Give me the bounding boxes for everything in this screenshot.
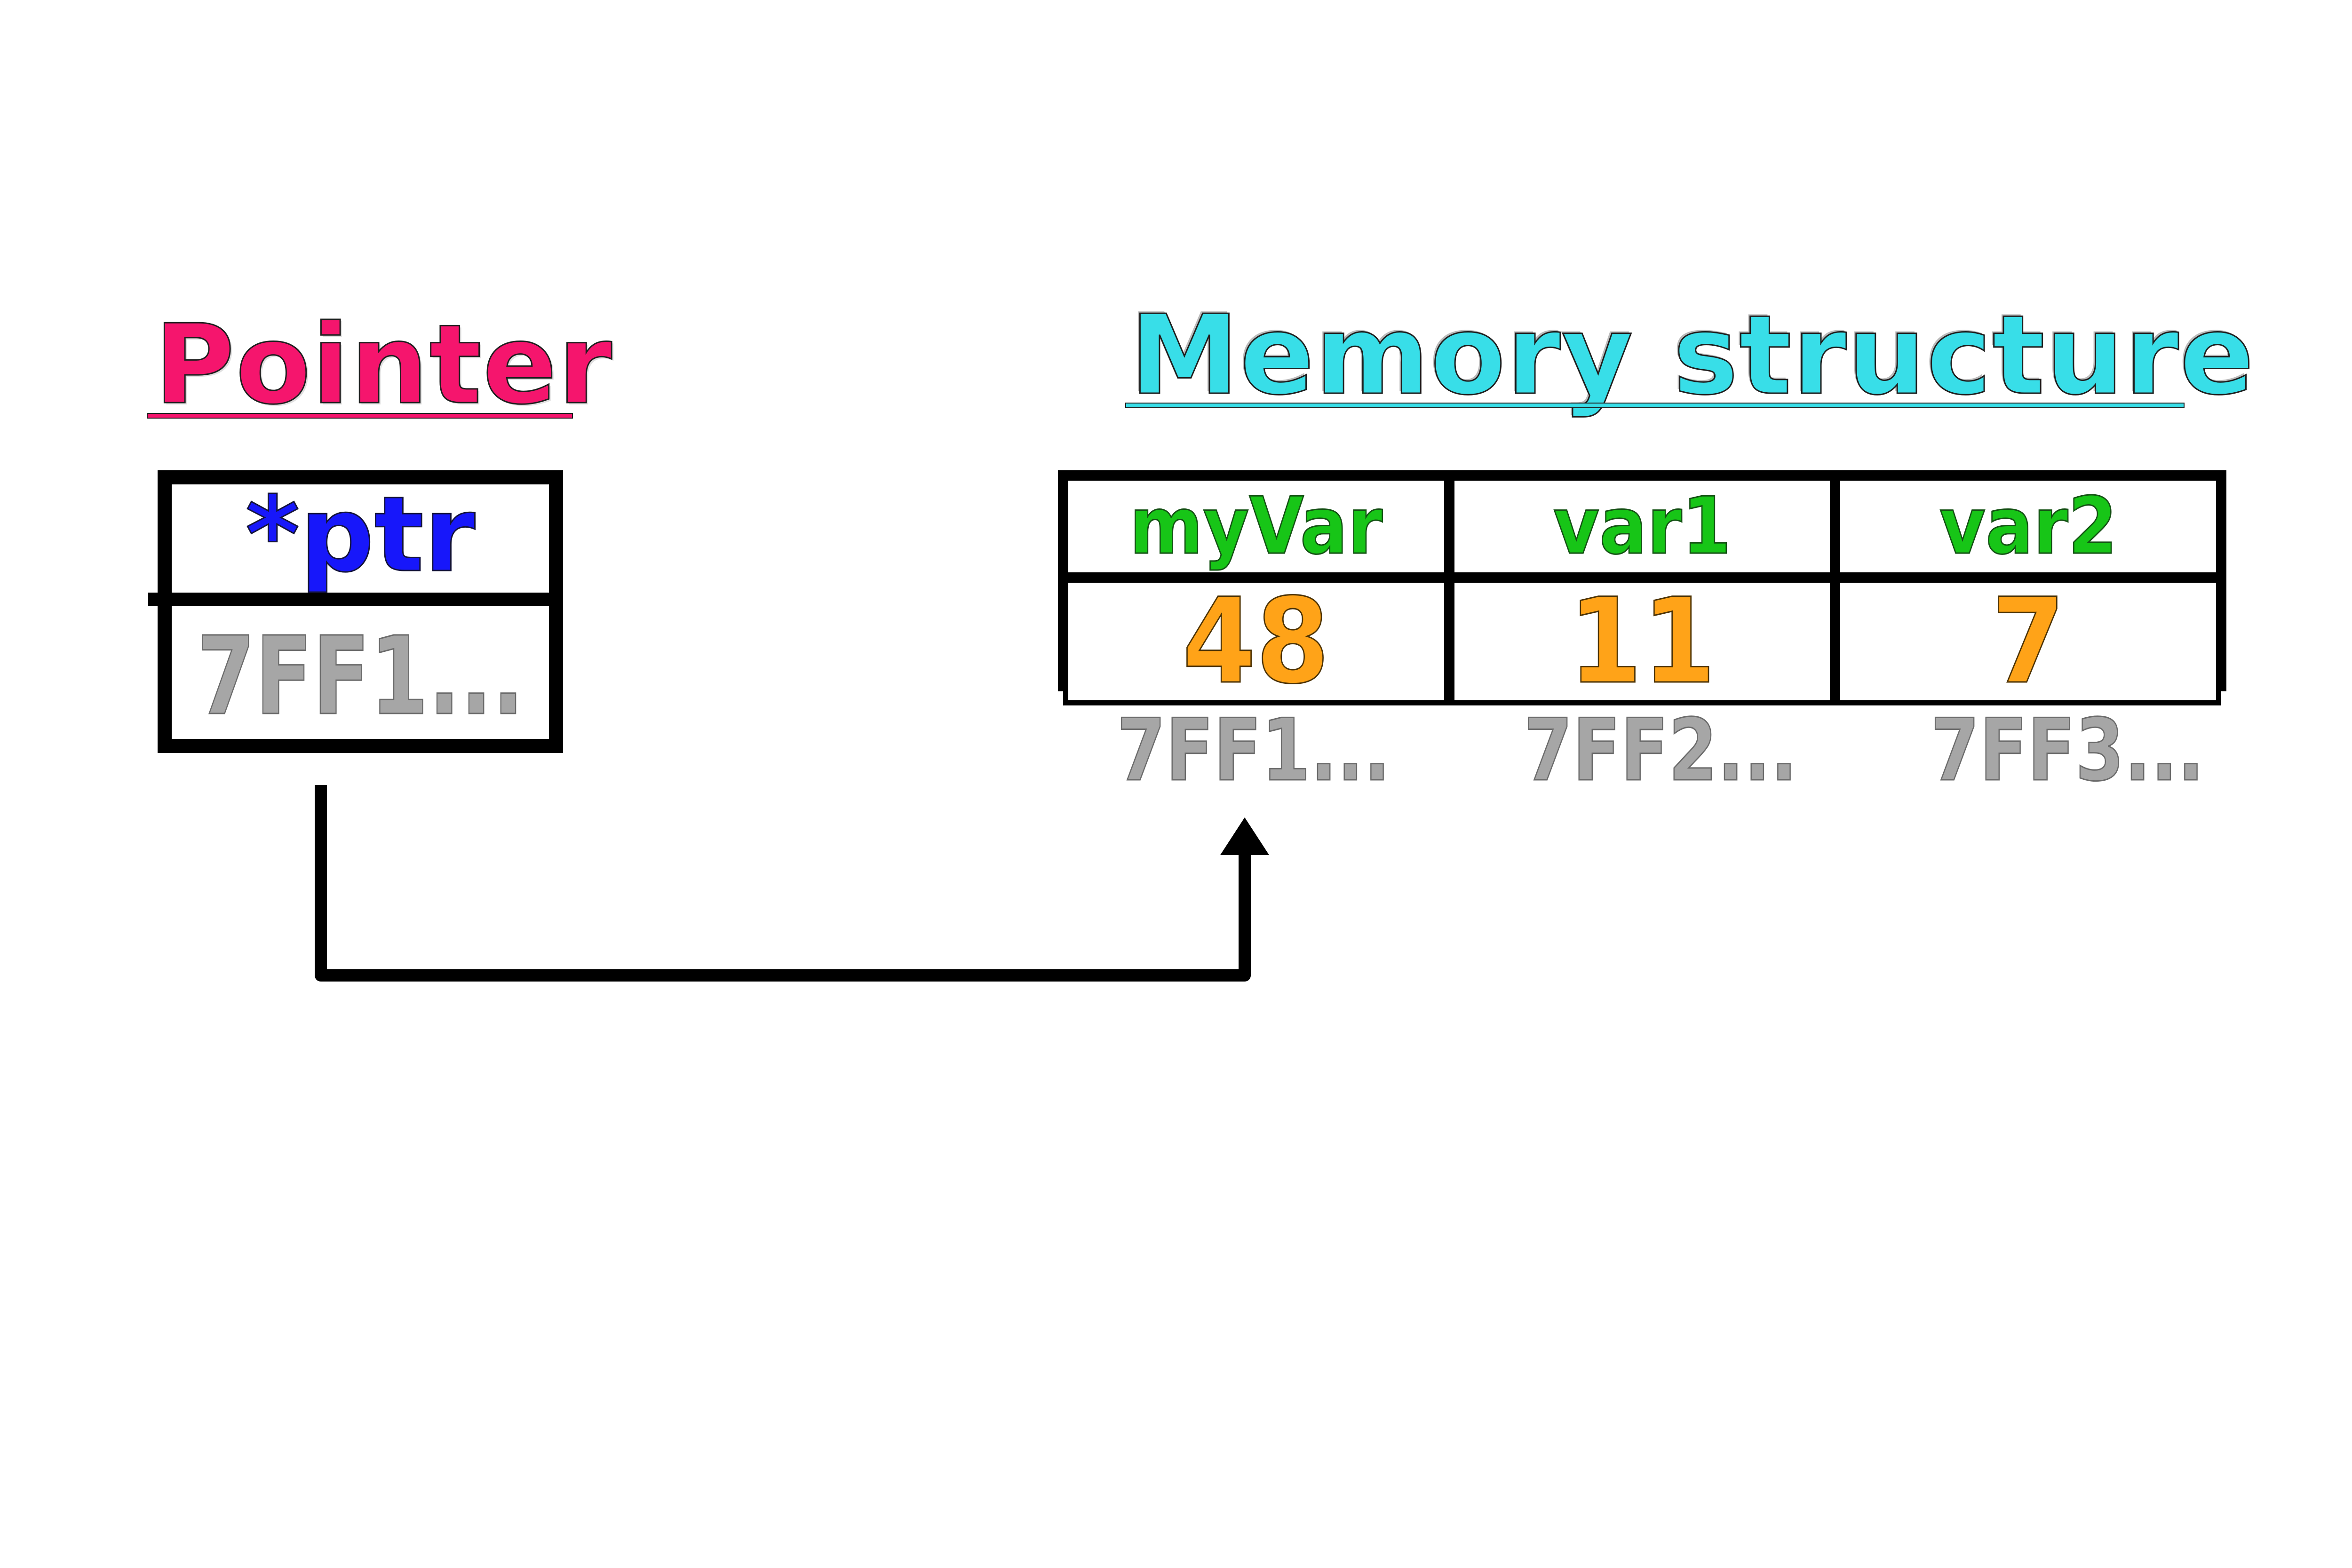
memory-structure-title-underline xyxy=(1125,403,2185,408)
pointer-title: Pointer xyxy=(154,301,613,428)
memory-table: myVar var1 var2 48 11 7 xyxy=(1058,470,2226,705)
pointer-arrowhead-icon xyxy=(1220,817,1269,855)
pointer-value-label: 7FF1... xyxy=(196,614,525,739)
memory-header-label: myVar xyxy=(1129,481,1383,572)
pointer-box: *ptr 7FF1... xyxy=(148,470,563,753)
pointer-box-divider xyxy=(148,593,549,606)
pointer-name-label: *ptr xyxy=(245,474,476,595)
memory-header-label: var2 xyxy=(1939,481,2118,572)
memory-header-cell-myvar: myVar xyxy=(1063,475,1449,578)
memory-value-cell-var2: 7 xyxy=(1835,578,2221,705)
memory-header-label: var1 xyxy=(1553,481,1732,572)
address-label-var2: 7FF3... xyxy=(1930,700,2205,800)
pointer-value-cell: 7FF1... xyxy=(172,606,549,739)
memory-value-label: 48 xyxy=(1182,573,1330,710)
address-label-myvar: 7FF1... xyxy=(1116,700,1391,800)
address-label-var1: 7FF2... xyxy=(1523,700,1798,800)
memory-value-cell-var1: 11 xyxy=(1449,578,1836,705)
pointer-title-underline xyxy=(147,413,573,419)
pointer-name-cell: *ptr xyxy=(172,474,549,595)
pointer-arrow-line xyxy=(315,785,1251,982)
memory-structure-title: Memory structure xyxy=(1129,292,2255,419)
memory-value-cell-myvar: 48 xyxy=(1063,578,1449,705)
memory-value-label: 7 xyxy=(1991,573,2066,710)
memory-value-label: 11 xyxy=(1568,573,1716,710)
memory-header-cell-var2: var2 xyxy=(1835,475,2221,578)
memory-header-cell-var1: var1 xyxy=(1449,475,1836,578)
